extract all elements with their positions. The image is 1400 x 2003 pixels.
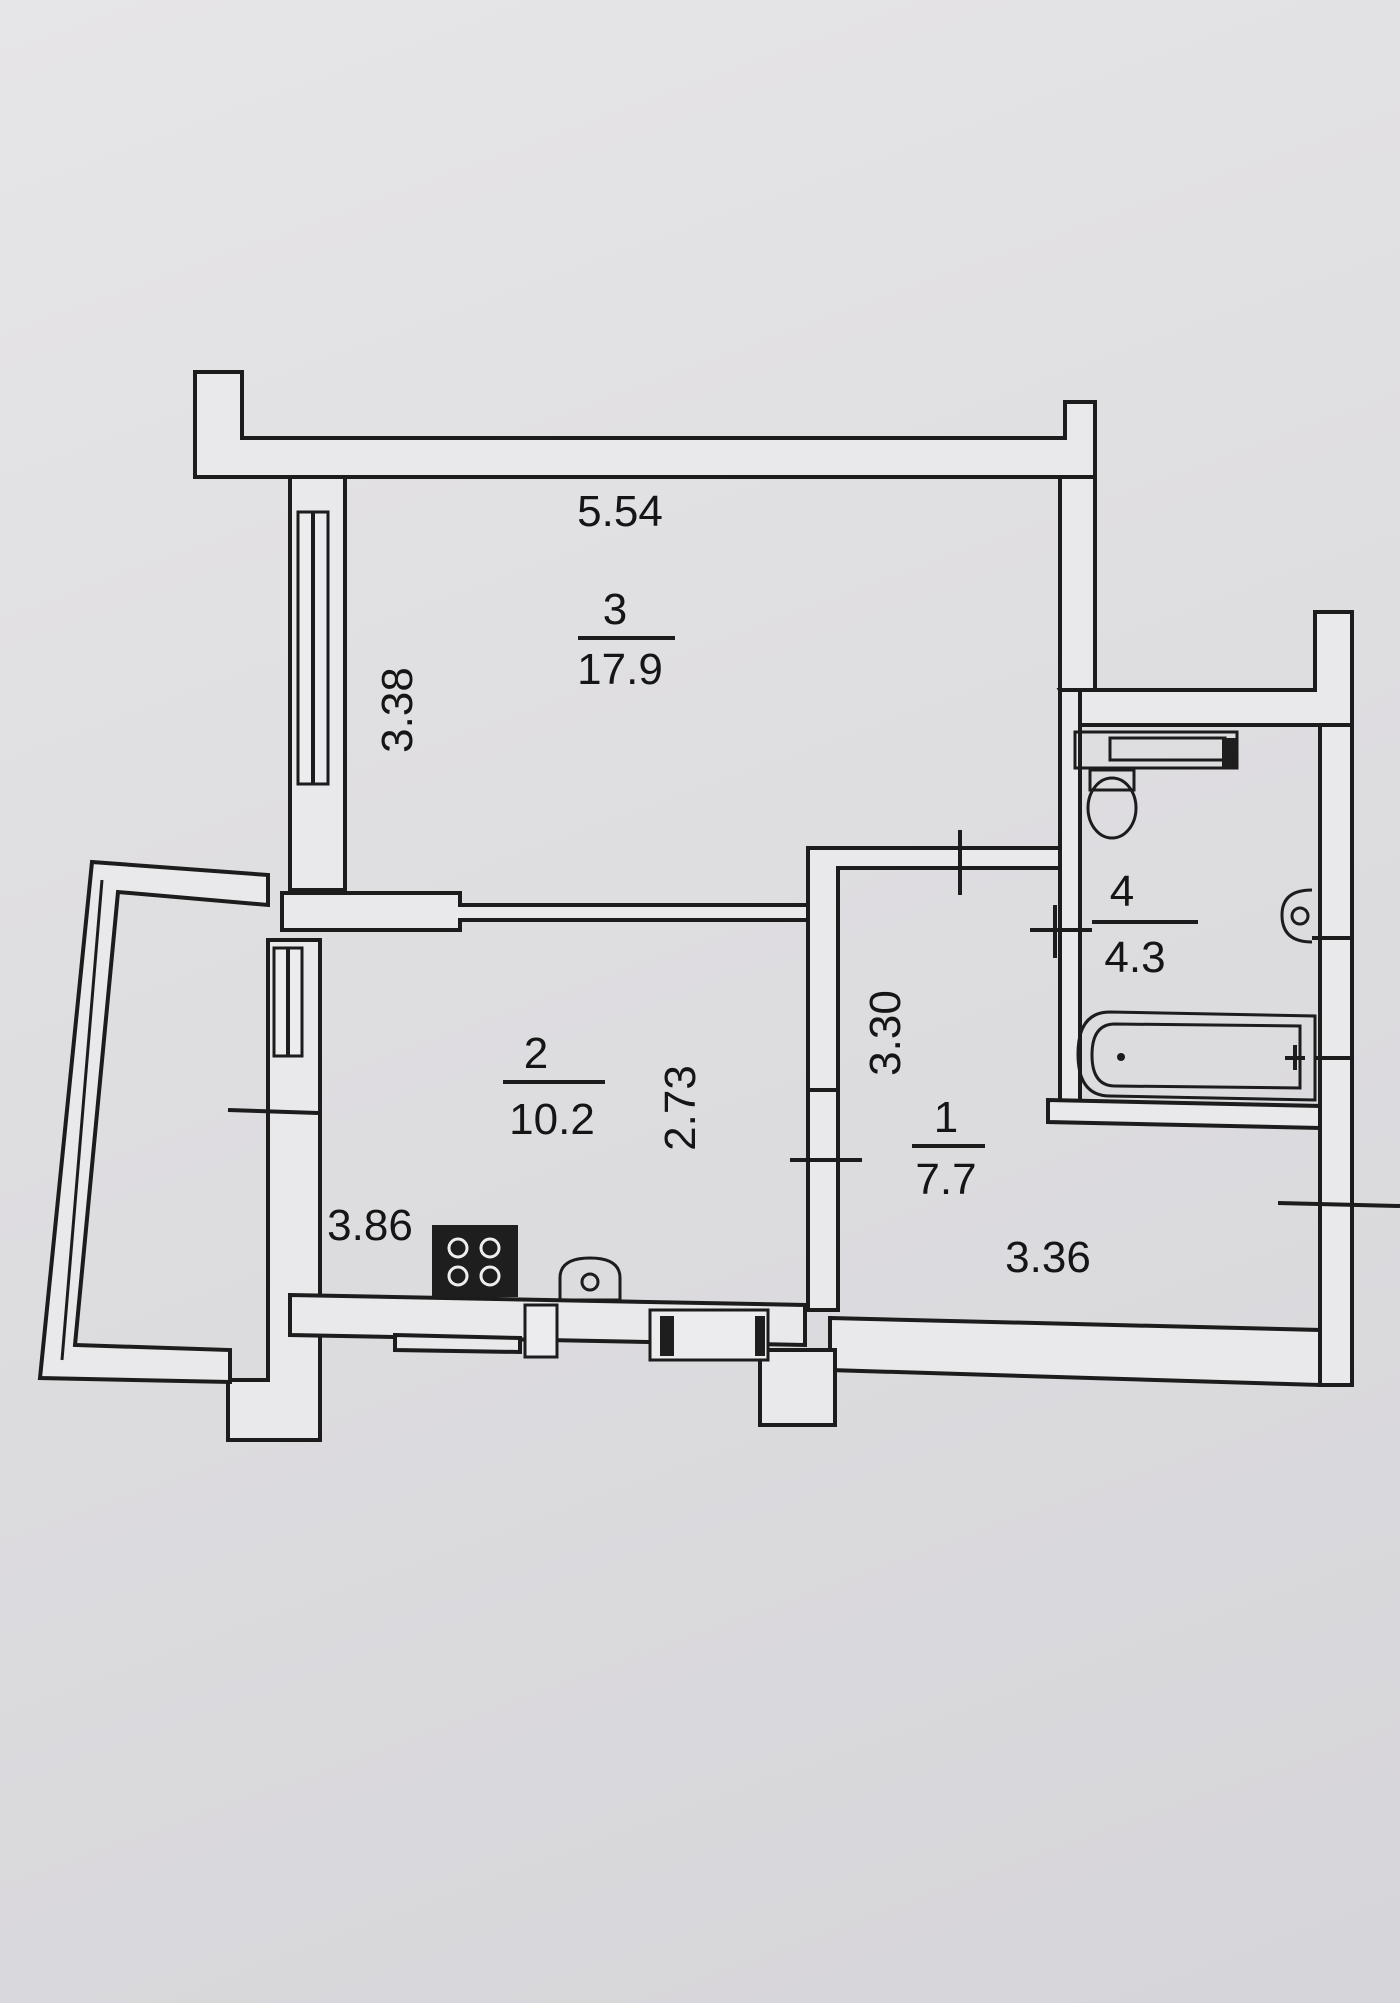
dimension-labels: 5.54 3.38 3.86 2.73 3.30 3.36 <box>327 487 1091 1282</box>
balcony-door-mark <box>227 1108 319 1115</box>
kitchen-cabinet-mark <box>755 1316 765 1356</box>
stove-burner-icon <box>479 1265 501 1287</box>
kitchen-cabinet-mark <box>660 1316 674 1356</box>
stove-burner-icon <box>447 1265 469 1287</box>
dimension-room2-width: 3.86 <box>327 1201 413 1250</box>
balcony-rail <box>60 879 104 1361</box>
room-4-area: 4.3 <box>1104 933 1165 982</box>
interior-walls <box>280 688 1322 1312</box>
cistern-mark <box>1222 738 1237 768</box>
right-wall-lower <box>1318 723 1354 1387</box>
right-wall-room3 <box>1058 475 1097 692</box>
room-2-label: 2 10.2 <box>503 1029 605 1144</box>
bottom-wall-hall <box>828 1315 1322 1388</box>
dimension-room1-width: 3.36 <box>1005 1233 1091 1282</box>
room-2-area: 10.2 <box>509 1095 595 1144</box>
balcony-frame <box>37 859 270 1385</box>
room-1-number: 1 <box>934 1093 958 1142</box>
bathtub-drain-icon <box>1117 1053 1125 1061</box>
stove-icon <box>432 1225 518 1297</box>
bathtub-icon <box>1076 1010 1317 1102</box>
wall-kitchen-hall <box>806 846 1062 1092</box>
dimension-room3-width: 5.54 <box>577 487 663 536</box>
balcony <box>37 859 319 1385</box>
bathtub-inner <box>1090 1022 1302 1090</box>
wall-bath-bottom <box>1046 1097 1322 1131</box>
kitchen-counter-radiator <box>393 1332 522 1355</box>
room-4-label: 4 4.3 <box>1092 867 1198 982</box>
kitchen-fixtures <box>393 1225 770 1362</box>
bathroom-sink-drain-icon <box>1290 906 1310 926</box>
bath-top-wall <box>1056 610 1354 727</box>
room-3-number: 3 <box>603 585 627 634</box>
entrance-door-mark <box>1277 1201 1400 1208</box>
toilet-icon <box>1086 776 1138 840</box>
bathroom-sink-icon <box>1280 888 1313 944</box>
dimension-room1-depth: 3.30 <box>861 990 910 1076</box>
kitchen-vent <box>523 1303 559 1359</box>
top-wall <box>193 370 1097 479</box>
room-3-label: 3 17.9 <box>577 585 675 694</box>
kitchen-sink-icon <box>558 1256 622 1302</box>
bathroom-fixtures <box>1073 730 1352 1102</box>
door-marks <box>790 830 1400 1208</box>
stove-burner-icon <box>447 1237 469 1259</box>
entry-stub <box>758 1348 837 1427</box>
wall-hall-divider <box>806 1088 840 1312</box>
dimension-room2-depth: 2.73 <box>656 1065 705 1151</box>
windows <box>272 510 330 1058</box>
room-1-area: 7.7 <box>915 1155 976 1204</box>
cistern-inner <box>1108 736 1227 762</box>
stove-burner-icon <box>479 1237 501 1259</box>
room-3-area: 17.9 <box>577 645 663 694</box>
toilet-tank-icon <box>1088 768 1136 792</box>
dimension-room3-depth: 3.38 <box>373 667 422 753</box>
room-1-label: 1 7.7 <box>912 1093 985 1204</box>
wall-room3-room2 <box>280 891 810 932</box>
room-2-number: 2 <box>524 1029 548 1078</box>
room-4-number: 4 <box>1110 867 1134 916</box>
kitchen-sink-drain-icon <box>580 1272 600 1292</box>
